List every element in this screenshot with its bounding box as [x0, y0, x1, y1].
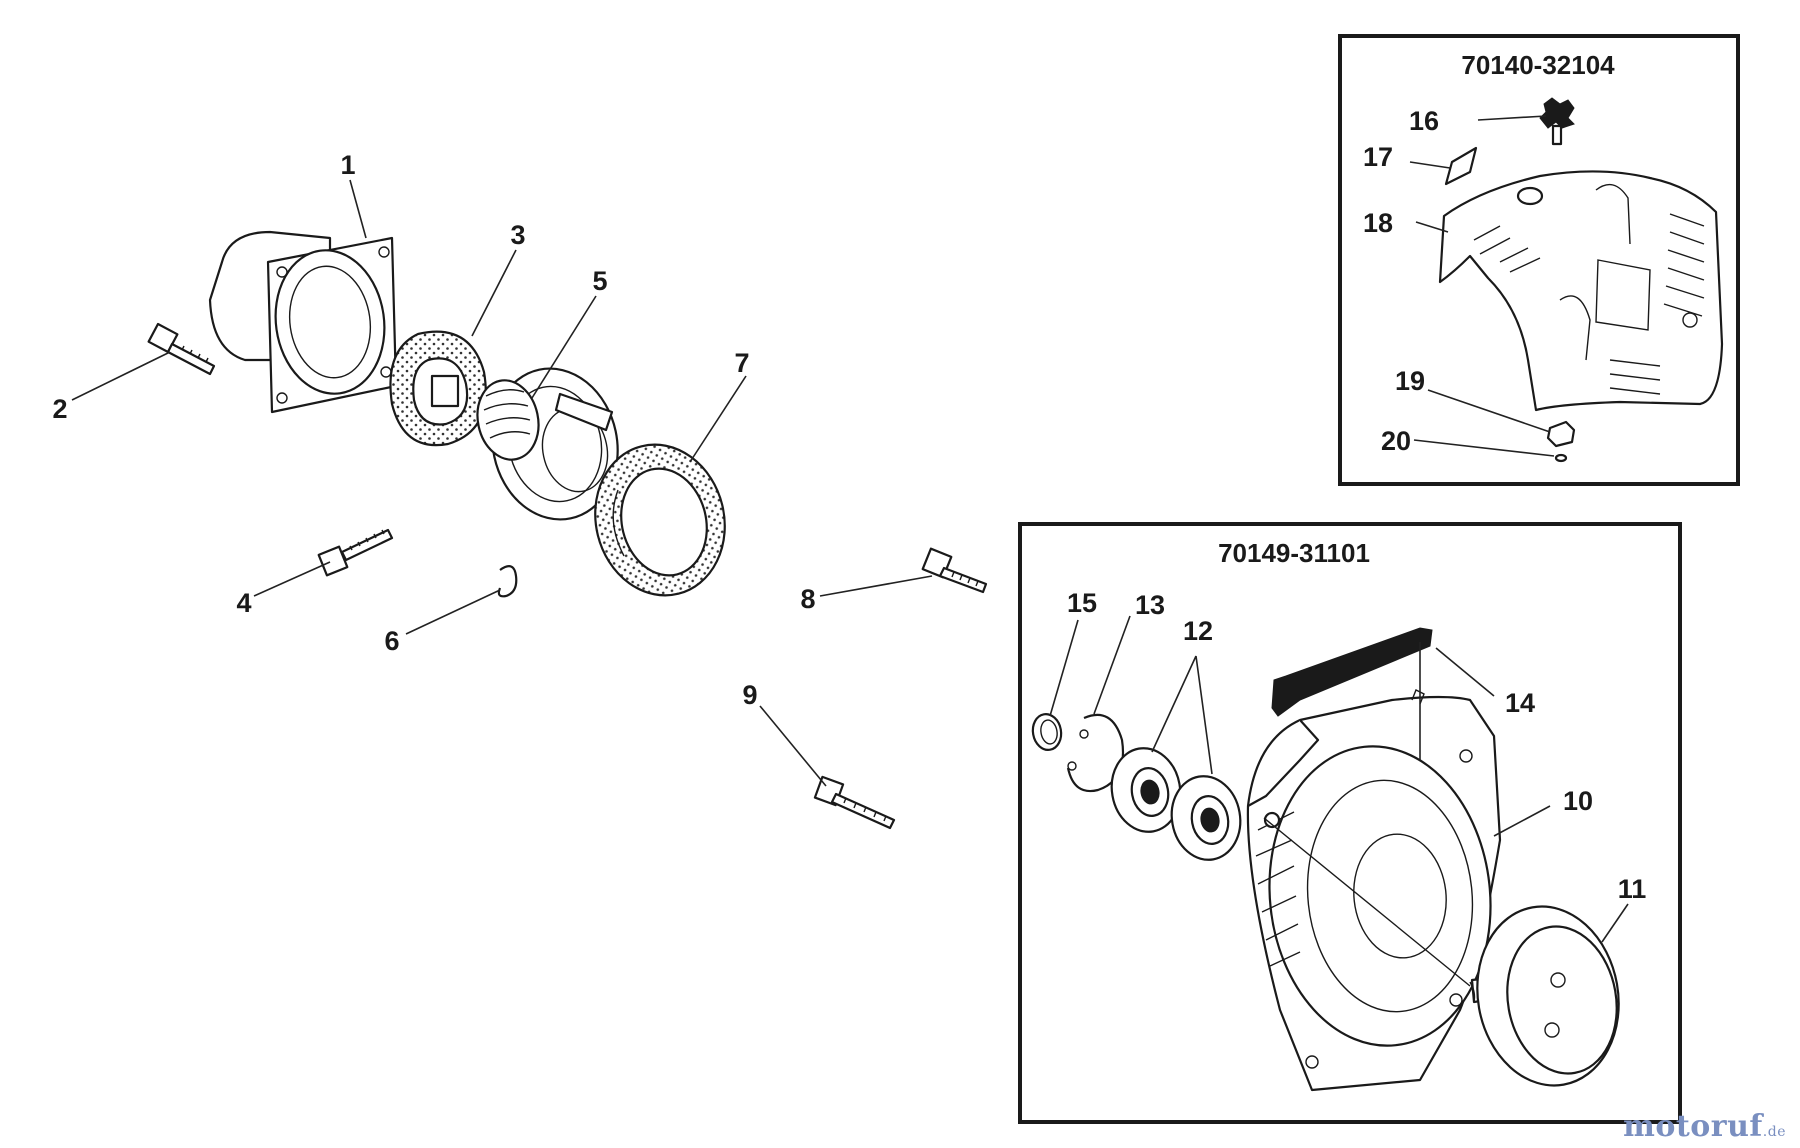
callout-5: 5 [592, 266, 607, 296]
part-9-bolt [813, 775, 896, 830]
part-8-bolt [921, 547, 988, 594]
part-4-bolt [317, 528, 394, 577]
part-2-bolt [147, 322, 216, 376]
callout-10: 10 [1563, 786, 1593, 816]
part-3-clutch-shoe [389, 330, 487, 447]
callout-1: 1 [340, 150, 355, 180]
part-18-engine-cover [1438, 170, 1724, 412]
part-19-nut [1546, 420, 1576, 448]
callout-16: 16 [1409, 106, 1439, 136]
callout-13: 13 [1135, 590, 1165, 620]
part-14-grip [1271, 627, 1433, 717]
inset-top-code: 70140-32104 [1461, 50, 1615, 80]
callout-6: 6 [384, 626, 399, 656]
part-11-clutch-drum [1469, 905, 1620, 1087]
part-20-washer [1554, 453, 1568, 463]
part-16-knob [1539, 97, 1575, 146]
part-7-clutch-ring [594, 443, 726, 597]
part-17-sticker [1444, 146, 1478, 186]
watermark-tld: .de [1762, 1124, 1786, 1140]
leader-lines [71, 115, 1629, 943]
assembly-axis-line [1263, 817, 1471, 987]
part-10-starter-housing [1246, 689, 1502, 1092]
part-12-bearings [1110, 747, 1242, 861]
callout-9: 9 [742, 680, 757, 710]
motoruf-watermark: motoruf.de [1623, 1109, 1786, 1144]
callout-12: 12 [1183, 616, 1213, 646]
inset-frame-bottom [1018, 522, 1682, 1124]
part-15-snap-ring [1031, 713, 1063, 751]
callout-20: 20 [1381, 426, 1411, 456]
callout-4: 4 [236, 588, 251, 618]
callout-11: 11 [1618, 874, 1647, 904]
callout-7: 7 [734, 348, 749, 378]
inset-bottom-code: 70149-31101 [1218, 538, 1370, 568]
part-1-gear-case [208, 230, 398, 414]
callout-18: 18 [1363, 208, 1393, 238]
callout-3: 3 [510, 220, 525, 250]
callout-19: 19 [1395, 366, 1425, 396]
callout-15: 15 [1067, 588, 1097, 618]
inset-frame-top [1338, 34, 1740, 486]
callout-17: 17 [1363, 142, 1393, 172]
callout-8: 8 [800, 584, 815, 614]
part-6-clip [497, 565, 518, 598]
callout-2: 2 [52, 394, 67, 424]
watermark-brand: motoruf [1623, 1109, 1763, 1144]
part-5-clutch-assembly [476, 367, 619, 521]
callout-14: 14 [1505, 688, 1535, 718]
